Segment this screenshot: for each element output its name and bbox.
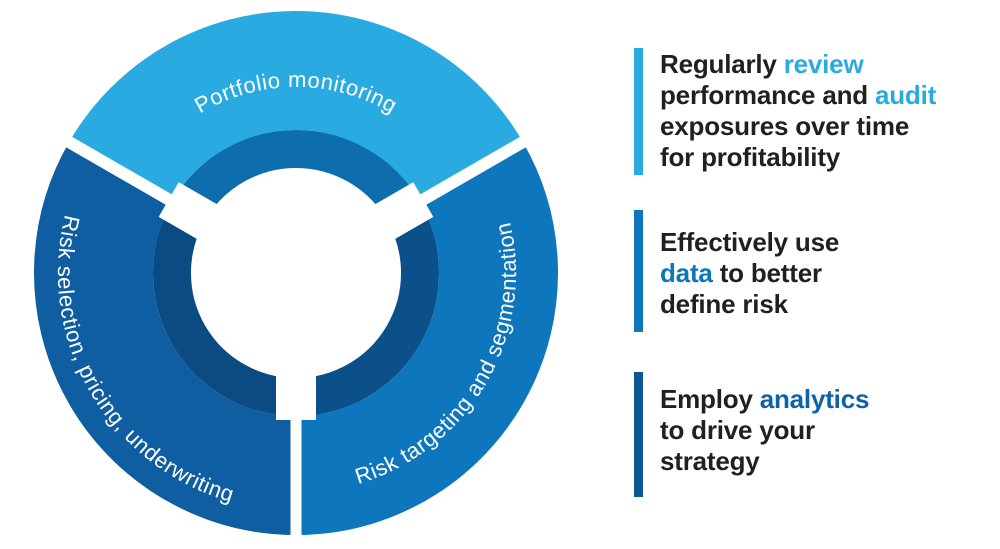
band-risk-selection	[153, 201, 297, 416]
text-run: to better	[712, 258, 822, 288]
text-run: Regularly	[660, 49, 784, 79]
highlight-run: audit	[874, 80, 937, 110]
callout-text: Regularly review performance and audit e…	[660, 48, 936, 175]
notch-upper-right	[365, 182, 434, 245]
callout-analytics: Employ analytics to drive your strategy	[634, 372, 869, 497]
band-risk-targeting	[295, 201, 439, 416]
outer-ring	[34, 11, 558, 535]
segment-risk-selection	[34, 142, 298, 535]
notch-upper-left	[158, 182, 227, 245]
callout-data: Effectively use data to better define ri…	[634, 210, 839, 332]
highlight-run: review	[783, 49, 864, 79]
highlight-run: data	[660, 258, 713, 288]
segment-separators	[57, 131, 535, 545]
text-run: for profitability	[660, 142, 841, 172]
inner-band	[153, 129, 439, 416]
text-run: to drive your	[660, 415, 815, 445]
callout-line: data to better	[660, 258, 839, 289]
callout-line: performance and audit	[660, 80, 936, 111]
text-run: strategy	[660, 446, 760, 476]
highlight-run: analytics	[759, 384, 870, 414]
text-run: Employ	[660, 384, 760, 414]
callout-line: Employ analytics	[660, 384, 869, 415]
callout-line: strategy	[660, 446, 869, 477]
callout-line: exposures over time	[660, 111, 936, 142]
accent-bar	[634, 48, 643, 175]
cycle-diagram: Portfolio monitoring Risk selection, pri…	[34, 11, 558, 545]
callout-line: Effectively use	[660, 227, 839, 258]
text-run: exposures over time	[660, 111, 910, 141]
text-run: define risk	[660, 289, 788, 319]
accent-bar	[634, 372, 643, 497]
text-run: Effectively use	[660, 227, 840, 257]
callout-line: define risk	[660, 289, 839, 320]
segment-risk-targeting	[294, 142, 558, 535]
text-run: performance and	[660, 80, 875, 110]
callout-line: Regularly review	[660, 49, 936, 80]
segment-portfolio-monitoring	[69, 11, 523, 203]
callout-line: to drive your	[660, 415, 869, 446]
callout-line: for profitability	[660, 142, 936, 173]
callout-portfolio-monitoring: Regularly review performance and audit e…	[634, 48, 936, 175]
accent-bar	[634, 210, 643, 332]
band-portfolio-monitoring	[172, 129, 420, 221]
callout-text: Effectively use data to better define ri…	[660, 210, 839, 332]
callout-text: Employ analytics to drive your strategy	[660, 372, 869, 497]
